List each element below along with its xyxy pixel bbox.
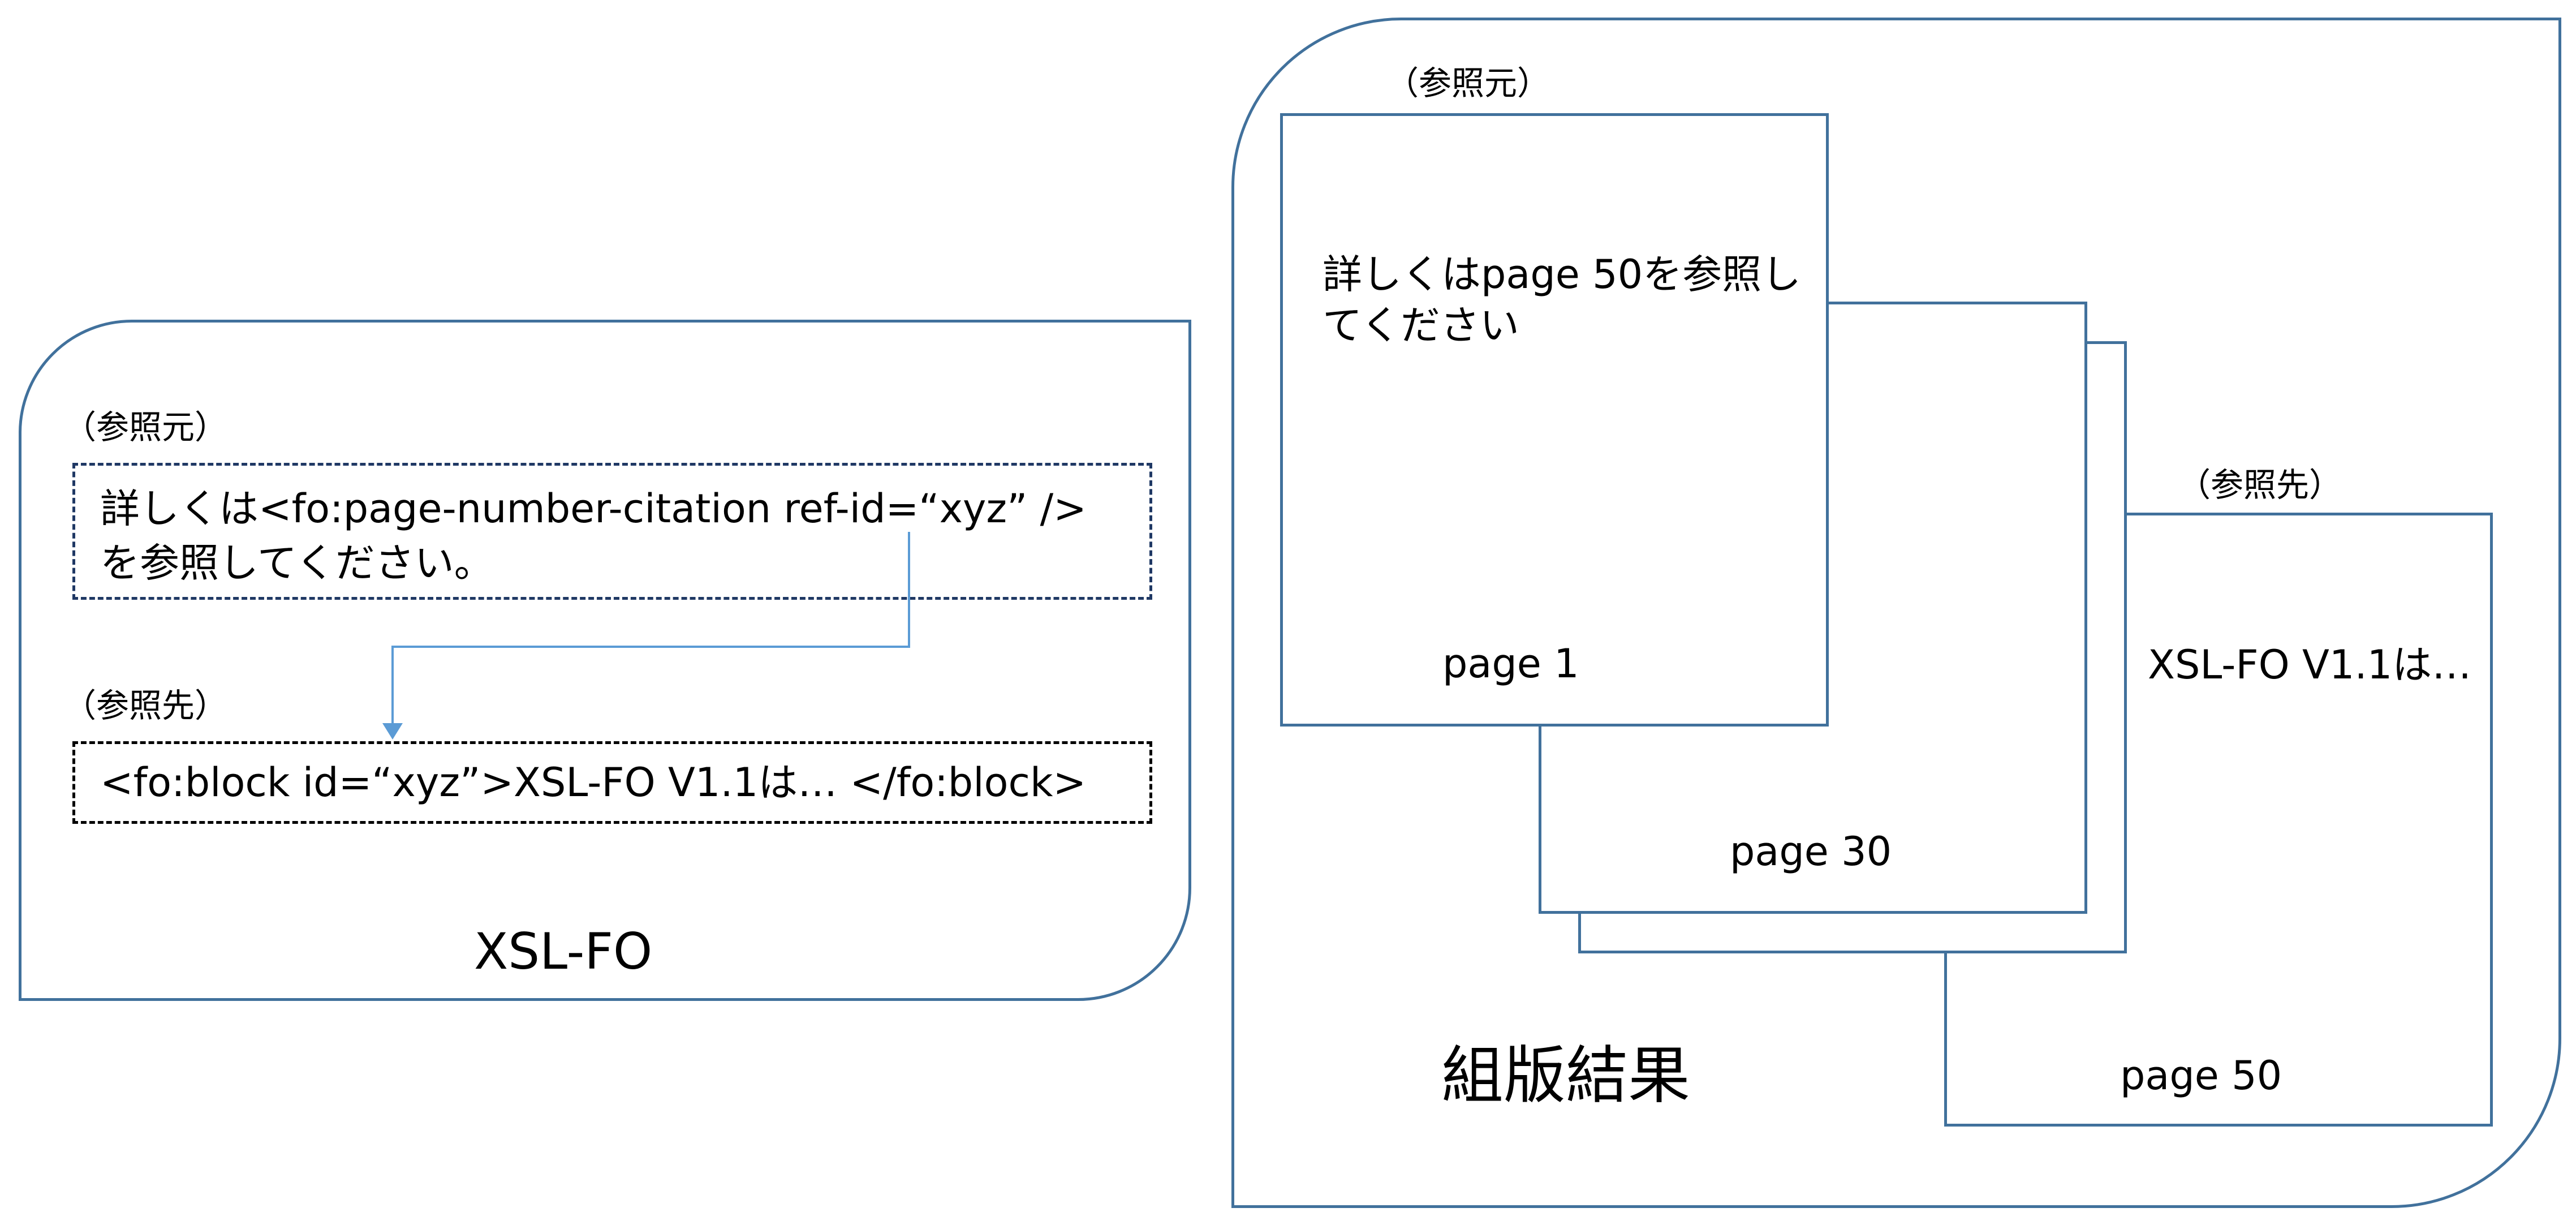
xslfo-source-label: （参照元） xyxy=(63,408,228,446)
result-title: 組版結果 xyxy=(1441,1039,1690,1112)
xslfo-target-box: <fo:block id=“xyz”>XSL-FO V1.1は… </fo:bl… xyxy=(72,741,1152,824)
result-source-label: （参照元） xyxy=(1386,64,1550,102)
page-50-label: page 50 xyxy=(2120,1052,2282,1099)
xslfo-source-text: 詳しくは<fo:page-number-citation ref-id=“xyz… xyxy=(100,485,1087,586)
xslfo-source-box: 詳しくは<fo:page-number-citation ref-id=“xyz… xyxy=(72,463,1152,600)
xslfo-title: XSL-FO xyxy=(474,922,653,981)
result-panel xyxy=(1231,18,2561,1208)
page-1-label: page 1 xyxy=(1442,641,1579,687)
page-30-label: page 30 xyxy=(1730,828,1892,875)
xslfo-target-text: <fo:block id=“xyz”>XSL-FO V1.1は… </fo:bl… xyxy=(100,759,1087,806)
page-50-text: XSL-FO V1.1は… xyxy=(2148,642,2472,688)
xslfo-panel xyxy=(19,320,1191,1001)
page-1-text: 詳しくはpage 50を参照してください xyxy=(1323,251,1802,349)
page-1 xyxy=(1280,113,1829,727)
xslfo-target-label: （参照先） xyxy=(63,686,228,725)
result-target-label: （参照先） xyxy=(2178,466,2342,504)
